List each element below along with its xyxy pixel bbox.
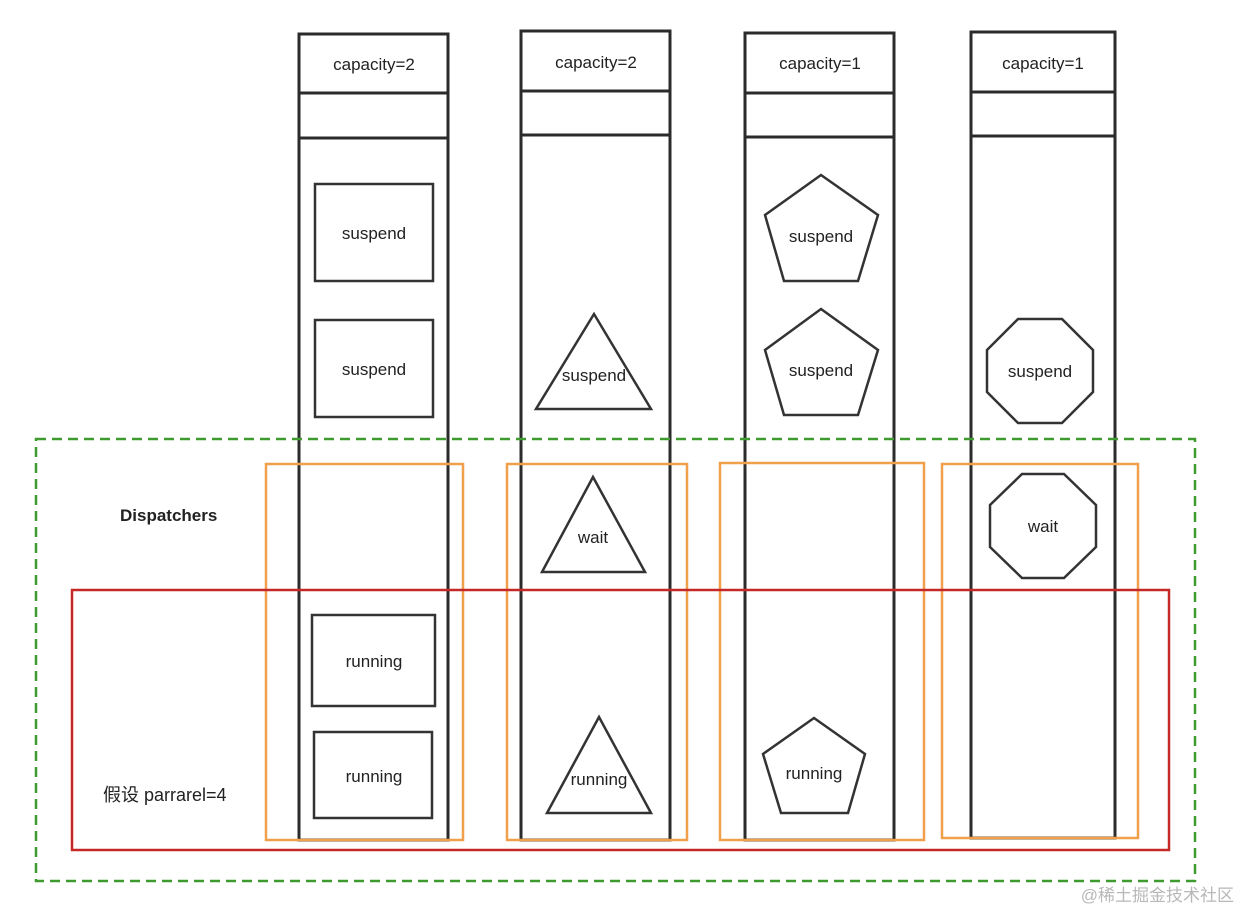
task-pentagon-running: running [761,716,867,815]
triangle-shape [533,311,654,411]
parallel-region [70,588,1171,852]
column-4: capacity=1 [969,30,1117,840]
pentagon-shape [761,716,867,815]
task-label: running [346,652,403,671]
task-label: suspend [562,366,626,385]
task-square-running-1: running [310,613,437,708]
pentagon-shape [763,173,880,283]
column-1-capacity-label: capacity=2 [333,55,415,74]
column-2: capacity=2 [519,29,672,842]
task-label: running [786,764,843,783]
dispatcher-slot-3 [718,461,926,842]
task-label: running [346,767,403,786]
task-label: wait [1027,517,1059,536]
column-4-box [969,30,1117,840]
triangle-shape [544,714,654,815]
task-octagon-suspend: suspend [985,317,1095,425]
column-3-box [743,31,896,842]
task-pentagon-suspend-2: suspend [763,307,880,417]
task-triangle-wait: wait [539,474,648,574]
task-label: suspend [342,224,406,243]
task-label: suspend [789,227,853,246]
task-label: suspend [789,361,853,380]
column-3: capacity=1 [743,31,896,842]
column-1-box [297,32,450,842]
task-label: wait [577,528,609,547]
pentagon-shape [763,307,880,417]
column-3-capacity-label: capacity=1 [779,54,861,73]
task-label: suspend [342,360,406,379]
parallel-label: 假设 parrarel=4 [103,785,227,805]
square-shape [313,182,435,283]
octagon-shape [985,317,1095,425]
task-pentagon-suspend-1: suspend [763,173,880,283]
dispatcher-slot-2 [505,462,689,842]
dispatchers-label: Dispatchers [120,506,217,525]
square-shape [313,318,435,419]
dispatcher-slot-4 [940,462,1140,840]
task-label: suspend [1008,362,1072,381]
column-2-box [519,29,672,842]
column-1: capacity=2 [297,32,450,842]
column-2-capacity-label: capacity=2 [555,53,637,72]
task-octagon-wait: wait [988,472,1098,580]
column-4-capacity-label: capacity=1 [1002,54,1084,73]
task-square-suspend-2: suspend [313,318,435,419]
square-shape [312,730,434,820]
task-square-suspend-1: suspend [313,182,435,283]
task-triangle-running: running [544,714,654,815]
dispatcher-slot-1 [264,462,465,842]
octagon-shape [988,472,1098,580]
task-triangle-suspend: suspend [533,311,654,411]
square-shape [310,613,437,708]
task-label: running [571,770,628,789]
task-square-running-2: running [312,730,434,820]
triangle-shape [539,474,648,574]
watermark: @稀土掘金技术社区 [1081,886,1234,905]
dispatchers-region [34,437,1197,883]
